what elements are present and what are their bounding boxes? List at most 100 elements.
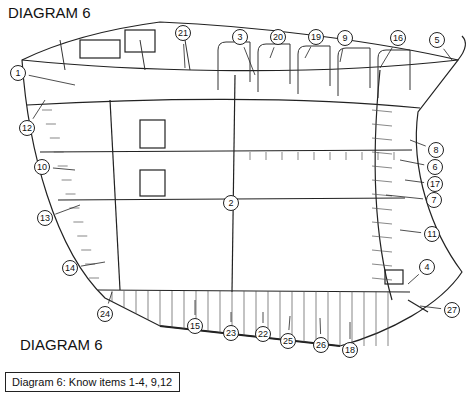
centre-bulkhead [232,75,235,292]
side-stiffener [81,250,91,251]
leader-line [400,160,424,165]
callout-number: 19 [308,29,324,45]
deck-longitudinal [298,152,299,160]
deck-longitudinal [378,152,379,160]
callout-number: 14 [62,260,78,276]
side-stiffener [372,110,392,112]
callout-number: 10 [34,159,50,175]
callout-number: 6 [427,159,443,175]
side-bulkhead [110,100,120,290]
side-stiffener [77,236,87,237]
floor-plate [244,291,245,335]
side-stiffener [372,208,392,210]
callout-number: 13 [37,210,53,226]
note-text: Diagram 6: Know items 1-4, 9,12 [12,376,173,388]
deck-beam [185,40,190,70]
leader-line [81,262,105,266]
floor-plate [220,291,221,333]
leader-line [340,49,343,62]
side-stiffener [50,138,60,139]
floor-plate [364,291,365,346]
floor-plate [316,291,317,343]
leader-line [244,47,255,75]
deck-longitudinal [394,152,395,160]
side-stiffener [372,250,392,252]
side-stiffener [54,152,64,153]
floor-plate [148,291,149,320]
callout-number: 7 [426,192,442,208]
leader-line [33,100,45,119]
deck-longitudinal [330,152,331,160]
floor-plate [136,291,137,314]
callout-number: 3 [232,29,248,45]
web-frame [378,50,410,98]
leader-line [270,47,274,58]
callout-number: 21 [175,25,191,41]
floor-plate [172,291,173,327]
callout-number: 24 [97,306,113,322]
floor-plate [304,291,305,342]
side-stiffener [73,222,83,223]
callout-number: 11 [424,226,440,242]
floor-plate [352,291,353,346]
deck-longitudinal [362,152,363,160]
callout-number: 17 [427,176,443,192]
leader-line [231,312,232,322]
floor-plate [340,291,341,346]
leader-line [55,205,80,214]
hull-outline [22,22,462,346]
callout-number: 12 [19,120,35,136]
floors-and-stiffeners [42,110,394,346]
side-stiffener [42,110,52,111]
deck-longitudinal [250,152,251,160]
callout-number: 25 [280,333,296,349]
door-opening [140,120,165,148]
caption: DIAGRAM 6 [20,336,103,353]
callout-number: 5 [429,32,445,48]
leader-line [386,195,423,199]
upper-deck-edge [22,60,458,71]
floor-plate [280,291,281,339]
floor-plate [376,291,377,346]
side-stiffener [46,124,56,125]
leader-line [305,47,311,58]
callout-number: 9 [337,30,353,46]
floor-plate [160,291,161,326]
second-deck [40,150,412,152]
floor-plate [328,291,329,345]
leader-line [108,292,112,304]
floor-plate [124,291,125,308]
title: DIAGRAM 6 [8,4,91,21]
hull [22,22,465,346]
side-stiffener [372,166,392,168]
callout-number: 1 [10,65,26,81]
leader-line [195,300,196,315]
leader-line [53,168,75,170]
tank-opening [385,270,403,284]
side-stiffener [372,222,392,224]
inner-bottom [98,290,410,292]
leader-line [263,312,264,323]
leader-line [29,75,75,85]
deck-beam [140,40,145,70]
leader-line [420,306,441,309]
hatch-opening [80,40,120,58]
note-box: Diagram 6: Know items 1-4, 9,12 [5,372,180,392]
leader-line [405,180,424,183]
deck-longitudinal [266,152,267,160]
side-stiffener [66,194,76,195]
side-stiffener [372,278,392,280]
floor-plate [388,291,389,346]
bilge-keel [408,300,428,312]
callout-number: 8 [428,142,444,158]
web-frame [298,46,330,94]
leader-line [444,49,452,60]
callout-number: 4 [419,259,435,275]
callout-number: 20 [270,29,286,45]
callout-number: 26 [313,337,329,353]
callout-number: 27 [444,302,460,318]
leader-lines [29,44,452,339]
deck-longitudinal [346,152,347,160]
web-frame [258,44,290,92]
